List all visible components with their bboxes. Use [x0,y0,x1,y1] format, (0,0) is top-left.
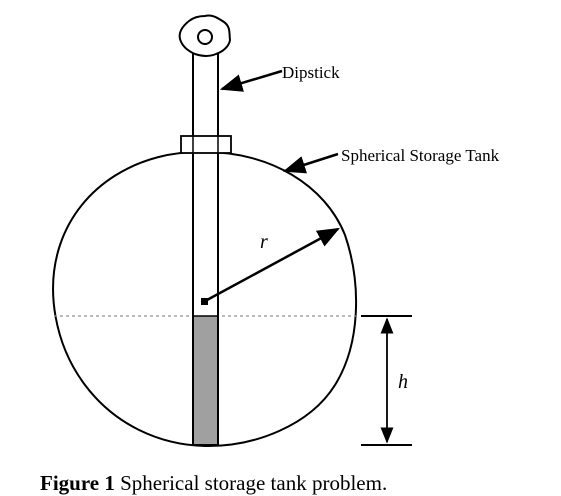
caption-text: Spherical storage tank problem. [115,471,387,495]
caption-bold: Figure 1 [40,471,115,495]
tank-pointer-arrow [282,152,339,174]
radius-arrow [206,227,340,302]
radius-label: r [260,231,268,253]
height-label: h [398,371,408,393]
dipstick-handle-hole [197,29,213,45]
tank-label: Spherical Storage Tank [341,146,500,165]
figure-caption: Figure 1 Spherical storage tank problem. [40,471,387,495]
dipstick-label: Dipstick [282,63,340,82]
tank-collar [180,135,232,154]
dipstick-liquid-fill [194,316,217,444]
dipstick-pointer-arrow [219,69,283,92]
center-point [201,298,208,305]
